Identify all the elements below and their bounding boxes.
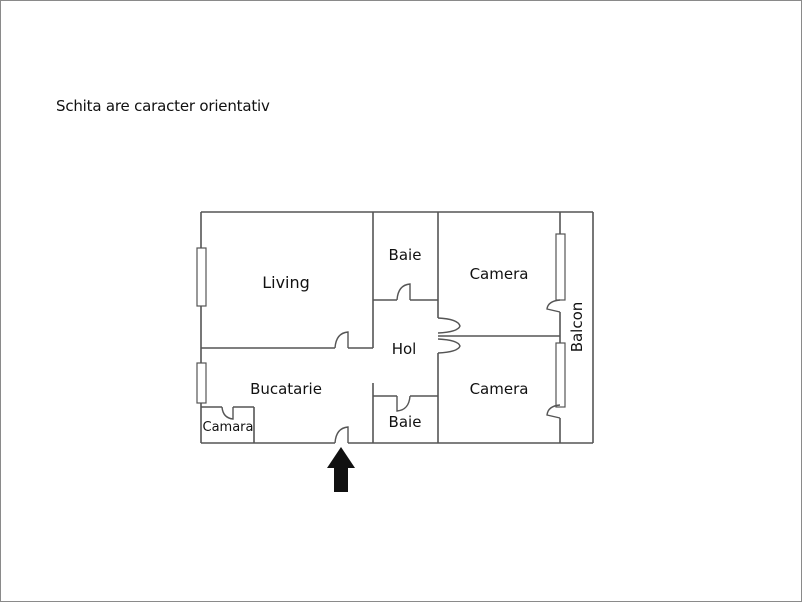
door-camera-bottom — [437, 338, 461, 354]
room-label-camera-bottom: Camera — [470, 380, 529, 398]
room-label-bucatarie: Bucatarie — [250, 380, 322, 398]
disclaimer-note: Schita are caracter orientativ — [56, 97, 270, 115]
arrow-up-icon — [327, 447, 355, 492]
door-balcon-bottom — [546, 404, 561, 419]
door-camera-top — [437, 317, 461, 334]
door-baie-top — [396, 283, 411, 301]
room-label-balcon: Balcon — [568, 302, 586, 353]
door-balcon-top — [546, 299, 561, 313]
room-label-baie-top: Baie — [389, 246, 422, 264]
door-baie-bottom — [396, 395, 411, 412]
room-label-camara: Camara — [203, 420, 254, 435]
door-entrance — [334, 426, 349, 444]
windows — [196, 233, 566, 408]
room-label-living: Living — [262, 273, 310, 292]
room-label-hol: Hol — [392, 340, 417, 358]
window-living — [196, 247, 207, 307]
door-living — [334, 331, 349, 349]
window-bucatarie — [196, 362, 207, 404]
door-camara — [221, 406, 234, 420]
interior-walls — [201, 212, 561, 443]
room-label-baie-bottom: Baie — [389, 413, 422, 431]
outer-walls — [200, 211, 594, 444]
room-label-camera-top: Camera — [470, 265, 529, 283]
window-camera-top — [555, 233, 566, 301]
doors — [221, 283, 561, 444]
window-camera-bottom — [555, 342, 566, 408]
